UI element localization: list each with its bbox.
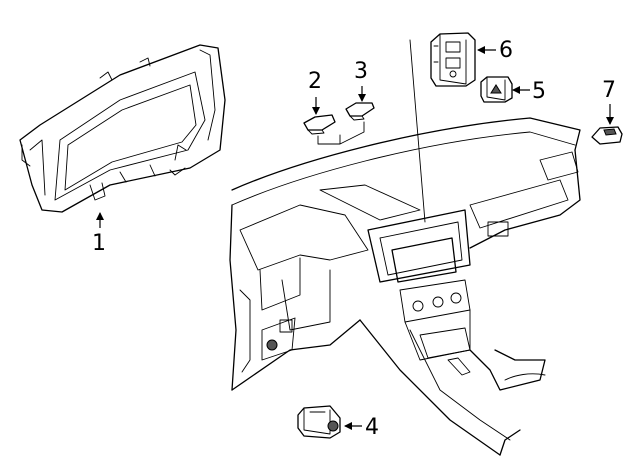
sensor-part-7[interactable] [591, 126, 623, 145]
instrument-cluster-part[interactable] [19, 44, 226, 213]
callout-2: 2 [308, 69, 322, 94]
callout-3: 3 [354, 59, 368, 84]
button-part-5[interactable] [480, 76, 513, 103]
callout-7: 7 [602, 78, 616, 103]
callout-5: 5 [532, 79, 546, 104]
callout-6: 6 [499, 38, 513, 63]
switch-part-4[interactable] [297, 405, 341, 439]
clip-part-3[interactable] [345, 102, 375, 121]
callout-1: 1 [92, 231, 106, 256]
clip-part-2[interactable] [303, 114, 336, 135]
callout-4: 4 [365, 415, 379, 440]
dashboard-illustration [229, 39, 581, 456]
switch-module-part-6[interactable] [430, 32, 476, 87]
